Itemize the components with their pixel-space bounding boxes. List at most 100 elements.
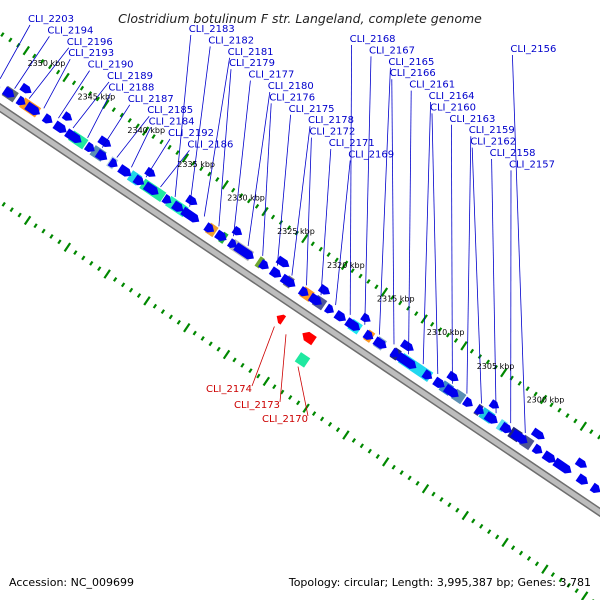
ruler-tick-upper xyxy=(160,140,162,144)
ruler-tick-upper xyxy=(415,312,417,316)
gene-label: CLI_2177 xyxy=(248,70,294,81)
ruler-tick-lower xyxy=(193,331,195,335)
ruler-tick-upper xyxy=(256,204,258,208)
ruler-tick-lower xyxy=(400,471,402,475)
gene-label: CLI_2161 xyxy=(409,80,455,91)
ruler-tick-lower xyxy=(144,297,150,305)
ruler-tick-upper xyxy=(471,349,473,353)
accession-text: Accession: NC_009699 xyxy=(9,576,134,589)
gene-label: CLI_2196 xyxy=(67,37,113,48)
ruler-tick-lower xyxy=(58,240,60,244)
ruler-tick-lower xyxy=(122,283,124,287)
gene-label: CLI_2203 xyxy=(28,14,74,25)
gene-label: CLI_2180 xyxy=(268,81,314,92)
ruler-tick-lower xyxy=(233,358,235,362)
gene-label: CLI_2162 xyxy=(470,137,516,148)
ruler-tick-lower xyxy=(170,315,172,319)
ruler-tick-upper xyxy=(208,172,210,176)
gene-arrow-forward xyxy=(232,226,245,238)
ruler-tick-upper xyxy=(518,382,520,386)
genome-summary-text: Topology: circular; Length: 3,995,387 bp… xyxy=(288,576,591,589)
ruler-tick-lower xyxy=(343,431,349,439)
ruler-tick-lower xyxy=(10,208,12,212)
label-leader-line xyxy=(451,125,452,384)
ruler-tick-lower xyxy=(104,270,110,278)
ruler-tick-upper xyxy=(590,430,592,434)
ruler-tick-lower xyxy=(313,412,315,416)
gene-label: CLI_2179 xyxy=(229,58,275,69)
gene-label: CLI_2164 xyxy=(429,91,475,102)
label-leader-line xyxy=(423,102,430,364)
ruler-tick-lower xyxy=(369,449,371,453)
ruler-tick-upper xyxy=(272,215,274,219)
ruler-tick-lower xyxy=(520,551,522,555)
feature-block-reverse xyxy=(294,352,311,369)
ruler-tick-upper xyxy=(581,422,587,430)
ruler-tick-lower xyxy=(456,508,458,512)
ruler-tick-lower xyxy=(42,229,44,233)
ruler-tick-upper xyxy=(455,339,457,343)
label-leader-line xyxy=(365,56,371,324)
ruler-tick-upper xyxy=(320,247,322,251)
ruler-tick-lower xyxy=(512,546,514,550)
ruler-tick-lower xyxy=(257,374,259,378)
ruler-tick-lower xyxy=(297,401,299,405)
ruler-tick-lower xyxy=(98,267,100,271)
ruler-tick-lower xyxy=(18,213,20,217)
gene-arrow-forward xyxy=(19,83,33,96)
gene-label: CLI_2169 xyxy=(348,149,394,160)
gene-arrow-forward xyxy=(180,207,202,226)
gene-label: CLI_2185 xyxy=(147,105,193,116)
ruler-tick-lower xyxy=(201,337,203,341)
gene-label-reverse: CLI_2170 xyxy=(262,414,308,425)
label-leader-line xyxy=(492,159,497,413)
ruler-tick-lower xyxy=(321,417,323,421)
kbp-label: 2335 kbp xyxy=(177,160,215,169)
gene-label: CLI_2172 xyxy=(309,127,355,138)
gene-label: CLI_2189 xyxy=(107,71,153,82)
ruler-tick-upper xyxy=(57,70,59,74)
gene-label: CLI_2165 xyxy=(388,57,434,68)
ruler-tick-lower xyxy=(162,310,164,314)
ruler-tick-lower xyxy=(184,324,190,332)
gene-arrow-reverse xyxy=(274,312,286,325)
ruler-tick-lower xyxy=(114,278,116,282)
kbp-label: 2320 kbp xyxy=(327,261,365,270)
gene-label: CLI_2190 xyxy=(88,60,134,71)
label-leader-line xyxy=(467,136,471,393)
gene-arrow-forward xyxy=(552,458,574,477)
gene-label: CLI_2166 xyxy=(390,68,436,79)
label-leader-line xyxy=(248,92,270,246)
map-title: Clostridium botulinum F str. Langeland, … xyxy=(118,11,482,26)
gene-arrow-reverse xyxy=(300,329,317,345)
ruler-tick-upper xyxy=(113,108,115,112)
gene-label: CLI_2178 xyxy=(308,115,354,126)
ruler-tick-lower xyxy=(383,458,389,466)
ruler-tick-upper xyxy=(168,145,170,149)
ruler-tick-upper xyxy=(176,151,178,155)
gene-arrow-forward xyxy=(324,304,336,316)
ruler-tick-lower xyxy=(480,524,482,528)
ruler-tick-lower xyxy=(463,511,469,519)
ruler-tick-upper xyxy=(327,253,329,257)
gene-label: CLI_2171 xyxy=(329,138,375,149)
gene-label: CLI_2157 xyxy=(509,159,555,170)
kbp-label: 2330 kbp xyxy=(227,194,265,203)
label-leader-line xyxy=(146,139,170,177)
ruler-tick-lower xyxy=(2,202,4,206)
ruler-tick-upper xyxy=(367,280,369,284)
ruler-tick-upper xyxy=(23,47,29,55)
kbp-label: 2350 kbp xyxy=(28,59,66,68)
kbp-label: 2310 kbp xyxy=(427,328,465,337)
ruler-tick-upper xyxy=(63,73,69,81)
ruler-tick-upper xyxy=(526,387,528,391)
ruler-tick-lower xyxy=(273,385,275,389)
ruler-tick-lower xyxy=(542,565,548,573)
gene-label: CLI_2194 xyxy=(47,25,93,36)
label-leader-line-reverse xyxy=(252,327,274,387)
label-leader-line xyxy=(117,116,149,157)
ruler-tick-lower xyxy=(241,363,243,367)
gene-label: CLI_2167 xyxy=(369,45,415,56)
